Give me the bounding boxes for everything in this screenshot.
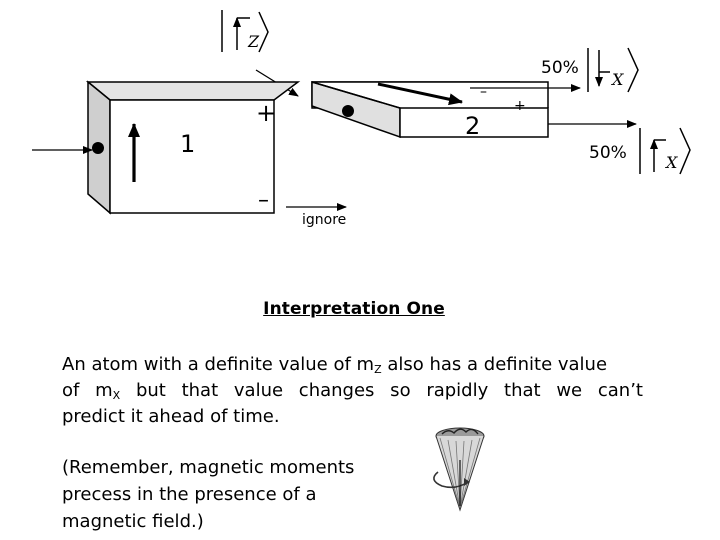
precession-cone-icon xyxy=(433,427,485,512)
atom-dot-1 xyxy=(92,142,104,154)
bottom-percent: 50% xyxy=(589,143,627,163)
para-line-3: predict it ahead of time. xyxy=(62,406,280,427)
ket-up-x: 50% X xyxy=(589,127,691,175)
note-line-2: precess in the presence of a xyxy=(62,484,317,505)
ket-z-label: Z xyxy=(247,32,260,51)
ket-x-label-top: X xyxy=(610,70,624,89)
magnet2-minus: – xyxy=(480,84,487,100)
note-line-3: magnetic field.) xyxy=(62,511,204,532)
ket-up-z: Z xyxy=(221,10,269,53)
atom-dot-2 xyxy=(342,105,354,117)
interpretation-paragraph: An atom with a definite value of mZ also… xyxy=(62,352,643,430)
magnet1-plus: + xyxy=(256,99,276,127)
para-line-1: An atom with a definite value of mZ also… xyxy=(62,354,608,376)
magnet1-minus: – xyxy=(258,188,269,213)
para-line-2: of mX but that value changes so rapidly … xyxy=(62,380,643,402)
ket-down-x: 50% X xyxy=(541,47,639,93)
ignore-label: ignore xyxy=(302,212,346,228)
note-line-1: (Remember, magnetic moments xyxy=(62,457,355,478)
top-percent: 50% xyxy=(541,58,579,78)
magnet2-plus: + xyxy=(514,98,526,114)
magnet1-label: 1 xyxy=(180,130,195,158)
stern-gerlach-diagram: Z + – 1 ignore 2 – + 50% xyxy=(32,10,691,228)
ket-x-label-bottom: X xyxy=(664,153,678,172)
magnet-2: 2 – + xyxy=(311,80,549,140)
magnet-1: + – 1 xyxy=(85,80,301,215)
magnet2-label: 2 xyxy=(465,112,480,140)
interpretation-heading: Interpretation One xyxy=(263,299,445,319)
precession-note: (Remember, magnetic moments precess in t… xyxy=(62,454,402,535)
